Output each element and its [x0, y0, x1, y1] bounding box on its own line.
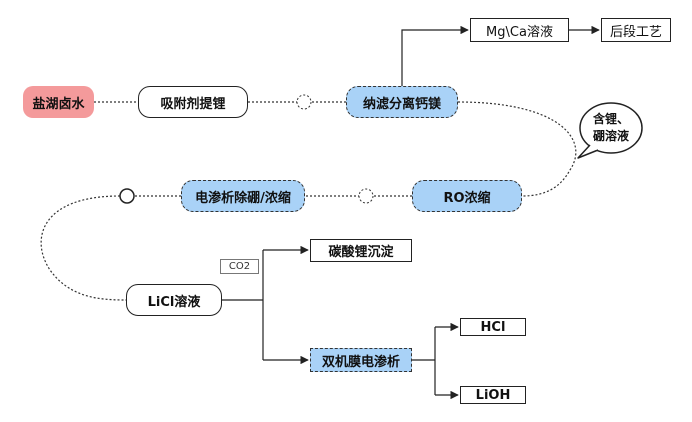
node-mgca-solution: Mg\Ca溶液 — [470, 18, 569, 42]
node-hcl: HCl — [460, 318, 526, 336]
speech-bubble-tail — [577, 144, 599, 159]
link-circle-licl — [40, 195, 127, 301]
bubble-text: 含锂、 硼溶液 — [582, 111, 640, 145]
speech-bubble — [579, 102, 643, 154]
arrow-nanofiltration-mgca — [401, 25, 469, 88]
node-lioh: LiOH — [460, 386, 526, 404]
bubble-line-1: 含锂、 — [592, 112, 629, 126]
bubble-line-2: 硼溶液 — [592, 129, 629, 143]
node-li2co3-precipitate: 碳酸锂沉淀 — [310, 239, 412, 262]
node-nanofiltration: 纳滤分离钙镁 — [346, 86, 458, 118]
node-licl-solution: LiCl溶液 — [126, 284, 222, 316]
node-ro-concentration: RO浓缩 — [412, 180, 522, 212]
node-adsorption: 吸附剂提锂 — [138, 86, 248, 118]
label-co2: CO2 — [220, 259, 259, 274]
speech-bubble-tail-cover — [590, 145, 598, 150]
junction-solid-circle — [119, 188, 135, 204]
node-electrodialysis: 电渗析除硼/浓缩 — [181, 180, 305, 212]
link-nanofiltration-ro — [457, 101, 577, 197]
node-bipolar-membrane-electrodialysis: 双机膜电渗析 — [310, 348, 412, 372]
node-brine: 盐湖卤水 — [23, 86, 94, 118]
junction-dashed-circle-1 — [296, 94, 312, 110]
node-downstream-process: 后段工艺 — [601, 18, 671, 42]
junction-dashed-circle-2 — [358, 188, 374, 204]
